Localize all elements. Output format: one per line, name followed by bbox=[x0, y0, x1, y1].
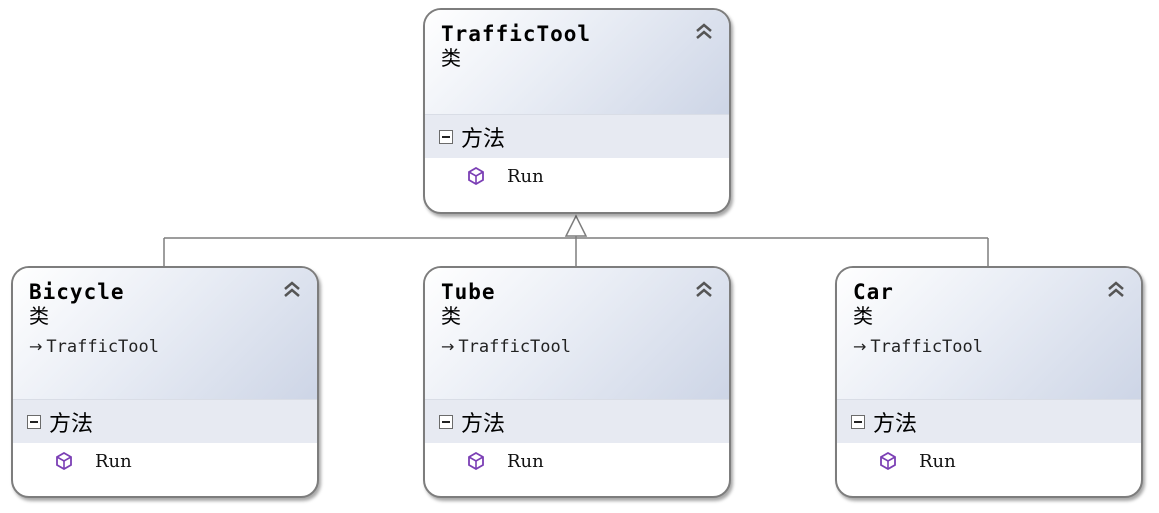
class-kind: 类 bbox=[853, 304, 873, 328]
method-name: Run bbox=[507, 165, 544, 187]
base-class-name: TrafficTool bbox=[458, 337, 571, 357]
methods-section-header[interactable]: 方法 bbox=[425, 399, 729, 443]
method-row[interactable]: Run bbox=[425, 158, 729, 194]
class-header: TrafficTool 类 bbox=[425, 10, 729, 114]
minus-box-icon[interactable] bbox=[27, 414, 41, 429]
method-cube-icon bbox=[56, 452, 72, 470]
class-box-traffictool[interactable]: TrafficTool 类 方法 Run bbox=[423, 8, 731, 214]
method-cube-icon bbox=[880, 452, 896, 470]
class-name: Bicycle bbox=[29, 280, 125, 304]
class-header: Bicycle 类 →TrafficTool bbox=[13, 268, 317, 399]
collapse-icon[interactable] bbox=[693, 20, 715, 42]
base-class-link[interactable]: →TrafficTool bbox=[441, 336, 715, 358]
method-name: Run bbox=[95, 450, 132, 472]
class-header: Car 类 →TrafficTool bbox=[837, 268, 1141, 399]
section-label: 方法 bbox=[461, 126, 506, 152]
class-box-tube[interactable]: Tube 类 →TrafficTool 方法 Run bbox=[423, 266, 731, 498]
arrow-right-icon: → bbox=[853, 337, 867, 356]
collapse-icon[interactable] bbox=[693, 278, 715, 300]
base-class-link[interactable]: →TrafficTool bbox=[29, 336, 303, 358]
class-box-car[interactable]: Car 类 →TrafficTool 方法 Run bbox=[835, 266, 1143, 498]
method-row[interactable]: Run bbox=[425, 443, 729, 479]
method-name: Run bbox=[919, 450, 956, 472]
base-class-name: TrafficTool bbox=[870, 337, 983, 357]
arrow-right-icon: → bbox=[29, 337, 43, 356]
class-box-bicycle[interactable]: Bicycle 类 →TrafficTool 方法 Run bbox=[11, 266, 319, 498]
method-name: Run bbox=[507, 450, 544, 472]
method-cube-icon bbox=[468, 167, 484, 185]
section-label: 方法 bbox=[461, 411, 506, 437]
minus-box-icon[interactable] bbox=[439, 414, 453, 429]
class-kind: 类 bbox=[441, 304, 461, 328]
methods-section-header[interactable]: 方法 bbox=[425, 114, 729, 158]
section-label: 方法 bbox=[49, 411, 94, 437]
method-row[interactable]: Run bbox=[837, 443, 1141, 479]
method-cube-icon bbox=[468, 452, 484, 470]
inheritance-arrowhead bbox=[564, 214, 588, 237]
method-row[interactable]: Run bbox=[13, 443, 317, 479]
base-class-name: TrafficTool bbox=[46, 337, 159, 357]
section-label: 方法 bbox=[873, 411, 918, 437]
class-name: Tube bbox=[441, 280, 496, 304]
base-class-link[interactable]: →TrafficTool bbox=[853, 336, 1127, 358]
class-name: Car bbox=[853, 280, 894, 304]
class-kind: 类 bbox=[441, 46, 461, 70]
methods-section-header[interactable]: 方法 bbox=[837, 399, 1141, 443]
methods-section-header[interactable]: 方法 bbox=[13, 399, 317, 443]
collapse-icon[interactable] bbox=[1105, 278, 1127, 300]
minus-box-icon[interactable] bbox=[851, 414, 865, 429]
minus-box-icon[interactable] bbox=[439, 129, 453, 144]
class-header: Tube 类 →TrafficTool bbox=[425, 268, 729, 399]
class-name: TrafficTool bbox=[441, 22, 592, 46]
class-kind: 类 bbox=[29, 304, 49, 328]
arrow-right-icon: → bbox=[441, 337, 455, 356]
collapse-icon[interactable] bbox=[281, 278, 303, 300]
